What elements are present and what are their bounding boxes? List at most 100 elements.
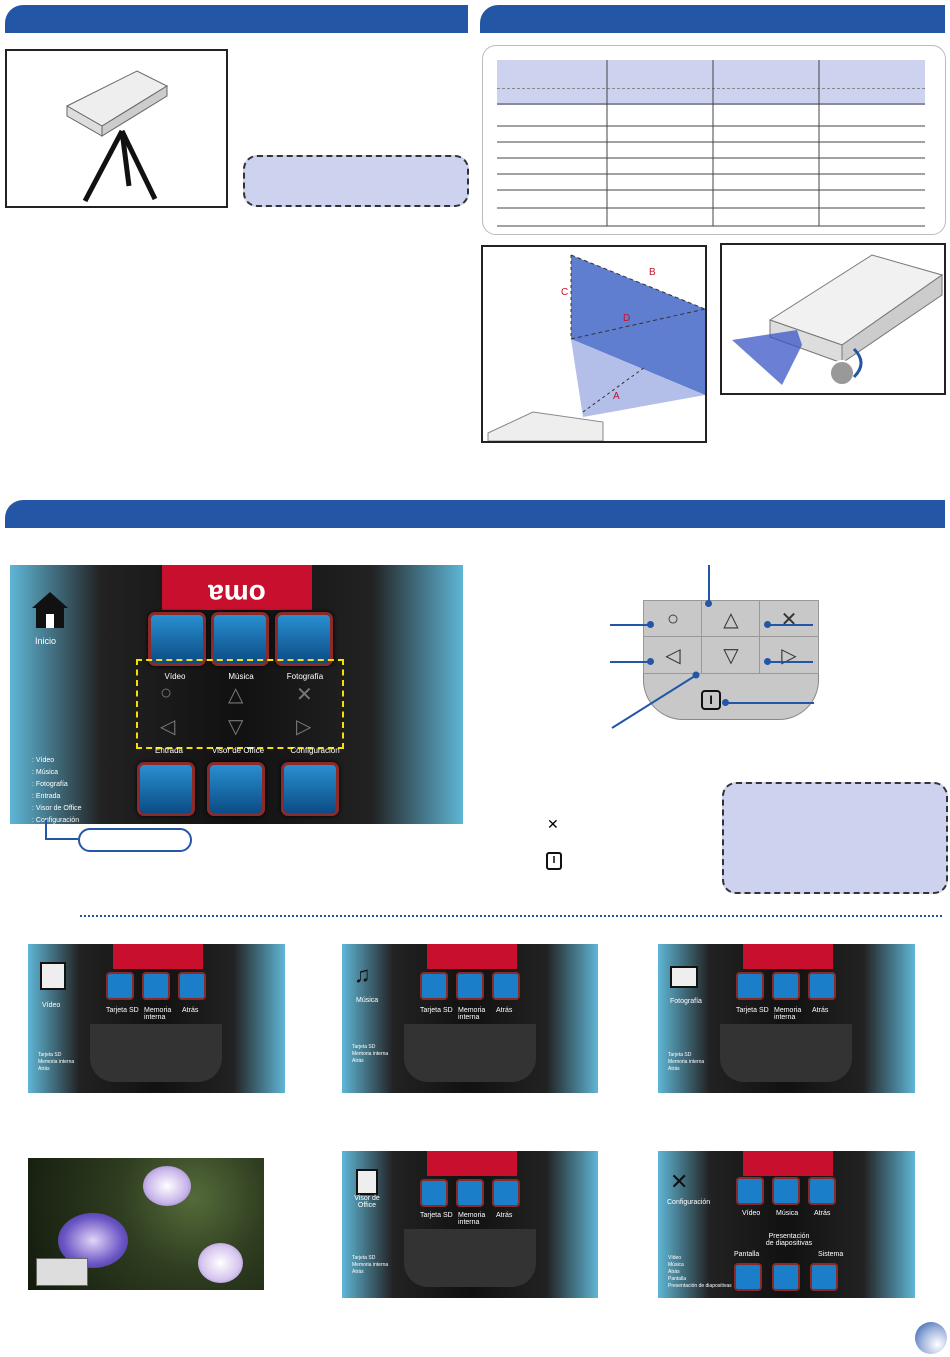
menu-pad-grid: ○ △ ✕ ◁ ▽ ▷ bbox=[140, 678, 336, 742]
pad-right-icon: ▷ bbox=[296, 716, 312, 738]
settings-menu-icon[interactable] bbox=[281, 762, 339, 816]
tripod-figure bbox=[5, 49, 228, 208]
back-icon[interactable] bbox=[808, 1177, 836, 1205]
keypad bbox=[404, 1229, 536, 1287]
display-icon[interactable] bbox=[734, 1263, 762, 1291]
legend-settings: : Configuración bbox=[32, 817, 80, 824]
item-sd: Tarjeta SD bbox=[420, 1007, 453, 1014]
legend-back: Atrás bbox=[38, 1066, 50, 1072]
callout-cross bbox=[768, 624, 813, 626]
side-label: Visor de Office bbox=[354, 1195, 380, 1209]
internal-memory-icon[interactable] bbox=[772, 972, 800, 1000]
callout-power bbox=[726, 702, 814, 704]
brand-stripe bbox=[113, 944, 203, 969]
input-menu-icon[interactable] bbox=[137, 762, 195, 816]
music-settings-icon[interactable] bbox=[772, 1177, 800, 1205]
menu-label-settings: Configuración bbox=[290, 746, 340, 755]
legend-memory: Memoria interna bbox=[38, 1059, 75, 1065]
callout-down bbox=[611, 671, 700, 729]
legend-photo: : Fotografía bbox=[32, 781, 68, 788]
legend-memory: Memoria interna bbox=[352, 1262, 389, 1268]
sd-card-icon[interactable] bbox=[106, 972, 134, 1000]
key-left[interactable]: ◁ bbox=[643, 636, 703, 674]
item-back: Atrás bbox=[496, 1212, 513, 1219]
pad-circle-icon: ○ bbox=[160, 682, 173, 704]
table-grid bbox=[497, 60, 925, 227]
legend-memory: Memoria interna bbox=[352, 1051, 389, 1057]
flower-photo bbox=[28, 1158, 264, 1290]
key-cross[interactable]: ✕ bbox=[759, 600, 819, 638]
table-subheader-row bbox=[497, 88, 925, 105]
legend-display: Pantalla bbox=[668, 1276, 687, 1282]
brand-stripe bbox=[427, 944, 517, 969]
legend-input: : Entrada bbox=[32, 793, 61, 800]
projection-diagram: B C D A bbox=[481, 245, 707, 443]
side-label: Vídeo bbox=[42, 1002, 61, 1009]
legend-video: : Vídeo bbox=[32, 757, 55, 764]
sd-card-icon[interactable] bbox=[420, 1179, 448, 1207]
film-icon bbox=[40, 962, 66, 990]
music-menu-icon[interactable] bbox=[211, 612, 269, 666]
section-header-bar-menu bbox=[5, 500, 945, 528]
side-label: Música bbox=[356, 997, 379, 1004]
legend: Tarjeta SD Memoria interna Atrás bbox=[668, 1052, 704, 1073]
video-menu-icon[interactable] bbox=[148, 612, 206, 666]
office-menu-icon[interactable] bbox=[207, 762, 265, 816]
keypad bbox=[404, 1024, 536, 1082]
pad-down-icon: ▽ bbox=[228, 716, 244, 738]
pad-cross-icon: ✕ bbox=[296, 684, 313, 706]
back-icon[interactable] bbox=[808, 972, 836, 1000]
legend-callout-line bbox=[45, 820, 47, 840]
projection-table-frame bbox=[482, 45, 946, 235]
legend-back: Atrás bbox=[668, 1269, 680, 1275]
submenu-music-screenshot: ♫ Música Tarjeta SD Memoria interna Atrá… bbox=[342, 944, 598, 1093]
sd-card-icon[interactable] bbox=[736, 972, 764, 1000]
legend-memory: Memoria interna bbox=[668, 1059, 705, 1065]
keypad bbox=[90, 1024, 222, 1082]
key-up[interactable]: △ bbox=[701, 600, 761, 638]
item-sd: Tarjeta SD bbox=[106, 1007, 139, 1014]
item-memory: Memoria interna bbox=[144, 1007, 172, 1021]
callout-cross-dot bbox=[764, 621, 771, 628]
submenu-video-screenshot: Vídeo Tarjeta SD Memoria interna Atrás T… bbox=[28, 944, 285, 1093]
back-icon[interactable] bbox=[492, 1179, 520, 1207]
item-sd: Tarjeta SD bbox=[420, 1212, 453, 1219]
pad-left-icon: ◁ bbox=[160, 716, 176, 738]
dotted-separator bbox=[80, 915, 942, 917]
internal-memory-icon[interactable] bbox=[142, 972, 170, 1000]
back-icon[interactable] bbox=[178, 972, 206, 1000]
video-settings-icon[interactable] bbox=[736, 1177, 764, 1205]
legend-sd: Tarjeta SD bbox=[352, 1255, 376, 1261]
legend-back: Atrás bbox=[352, 1058, 364, 1064]
back-icon[interactable] bbox=[492, 972, 520, 1000]
sd-card-icon[interactable] bbox=[420, 972, 448, 1000]
brand-stripe bbox=[427, 1151, 517, 1176]
home-label: Inicio bbox=[35, 636, 57, 646]
legend-music: Música bbox=[668, 1262, 684, 1268]
brand-stripe: oma bbox=[162, 565, 312, 610]
key-circle[interactable]: ○ bbox=[643, 600, 703, 638]
callout-power-dot bbox=[722, 699, 729, 706]
system-icon[interactable] bbox=[810, 1263, 838, 1291]
side-label: Configuración bbox=[667, 1199, 711, 1206]
main-menu-screenshot: oma Inicio Vídeo Música Fotografía ○ △ ✕… bbox=[10, 565, 463, 824]
flower-2 bbox=[143, 1166, 191, 1206]
photo-menu-icon[interactable] bbox=[275, 612, 333, 666]
slideshow-icon[interactable] bbox=[772, 1263, 800, 1291]
key-right[interactable]: ▷ bbox=[759, 636, 819, 674]
key-down[interactable]: ▽ bbox=[701, 636, 761, 674]
note-box-keypad bbox=[722, 782, 948, 894]
legend-callout-line-h bbox=[45, 838, 78, 840]
internal-memory-icon[interactable] bbox=[456, 1179, 484, 1207]
corner-page-curl bbox=[915, 1322, 947, 1354]
legend-sd: Tarjeta SD bbox=[352, 1044, 376, 1050]
legend-video: Vídeo bbox=[668, 1255, 682, 1261]
cross-symbol-icon: ✕ bbox=[547, 816, 559, 832]
power-symbol-icon: I bbox=[546, 852, 562, 870]
internal-memory-icon[interactable] bbox=[456, 972, 484, 1000]
menu-label-input: Entrada bbox=[154, 746, 184, 755]
label-a: A bbox=[613, 391, 620, 402]
key-power[interactable]: I bbox=[701, 690, 721, 710]
document-icon bbox=[356, 1169, 378, 1195]
legend-slideshow: Presentación de diapositivas bbox=[668, 1283, 732, 1289]
